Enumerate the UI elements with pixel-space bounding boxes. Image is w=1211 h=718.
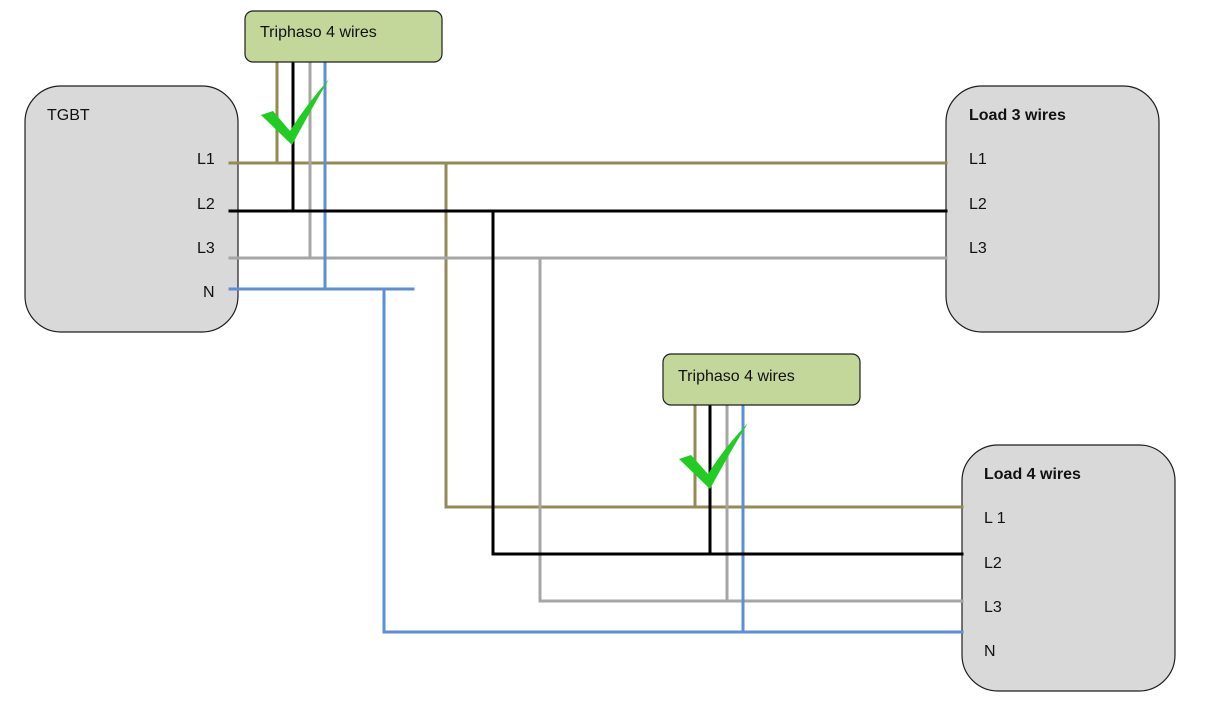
meter-top-box <box>244 10 443 63</box>
load4-terminal-l3: L3 <box>984 599 1002 616</box>
wire-l2 <box>228 53 964 556</box>
load3-title: Load 3 wires <box>969 107 1066 124</box>
meter-top-label: Triphaso 4 wires <box>260 24 377 41</box>
load4-terminal-l1: L 1 <box>984 510 1006 527</box>
meter-bottom-box <box>662 353 861 406</box>
tgbt-panel: TGBT L1 L2 L3 N <box>24 85 239 333</box>
wire-n-branch <box>382 287 964 634</box>
load3-terminal-l3: L3 <box>969 240 987 257</box>
load3-box <box>945 85 1160 333</box>
load4-terminal-n: N <box>984 643 996 660</box>
load4-terminal-l2: L2 <box>984 555 1002 572</box>
wire-l3-branch <box>538 256 964 603</box>
wire-l1-branch <box>444 161 964 509</box>
tgbt-terminal-n: N <box>203 284 215 301</box>
meter-bottom-label: Triphaso 4 wires <box>678 368 795 385</box>
tgbt-terminal-l2: L2 <box>197 196 215 213</box>
check-icon <box>261 79 329 145</box>
check-icon <box>679 423 748 489</box>
meter-top: Triphaso 4 wires <box>244 10 443 63</box>
load3-panel: Load 3 wires L1 L2 L3 <box>945 85 1160 333</box>
tgbt-box <box>24 85 239 333</box>
wire-l2-branch <box>491 209 964 556</box>
load4-title: Load 4 wires <box>984 466 1081 483</box>
load3-terminal-l1: L1 <box>969 151 987 168</box>
wire-l1 <box>228 53 964 509</box>
wire-l3 <box>228 53 964 603</box>
tgbt-terminal-l3: L3 <box>197 240 215 257</box>
meter-bottom: Triphaso 4 wires <box>662 353 861 406</box>
tgbt-title: TGBT <box>47 107 90 124</box>
load4-box <box>961 444 1176 692</box>
tgbt-terminal-l1: L1 <box>197 151 215 168</box>
wire-n <box>228 53 964 634</box>
load3-terminal-l2: L2 <box>969 196 987 213</box>
wires <box>228 53 964 634</box>
load4-panel: Load 4 wires L 1 L2 L3 N <box>961 444 1176 692</box>
